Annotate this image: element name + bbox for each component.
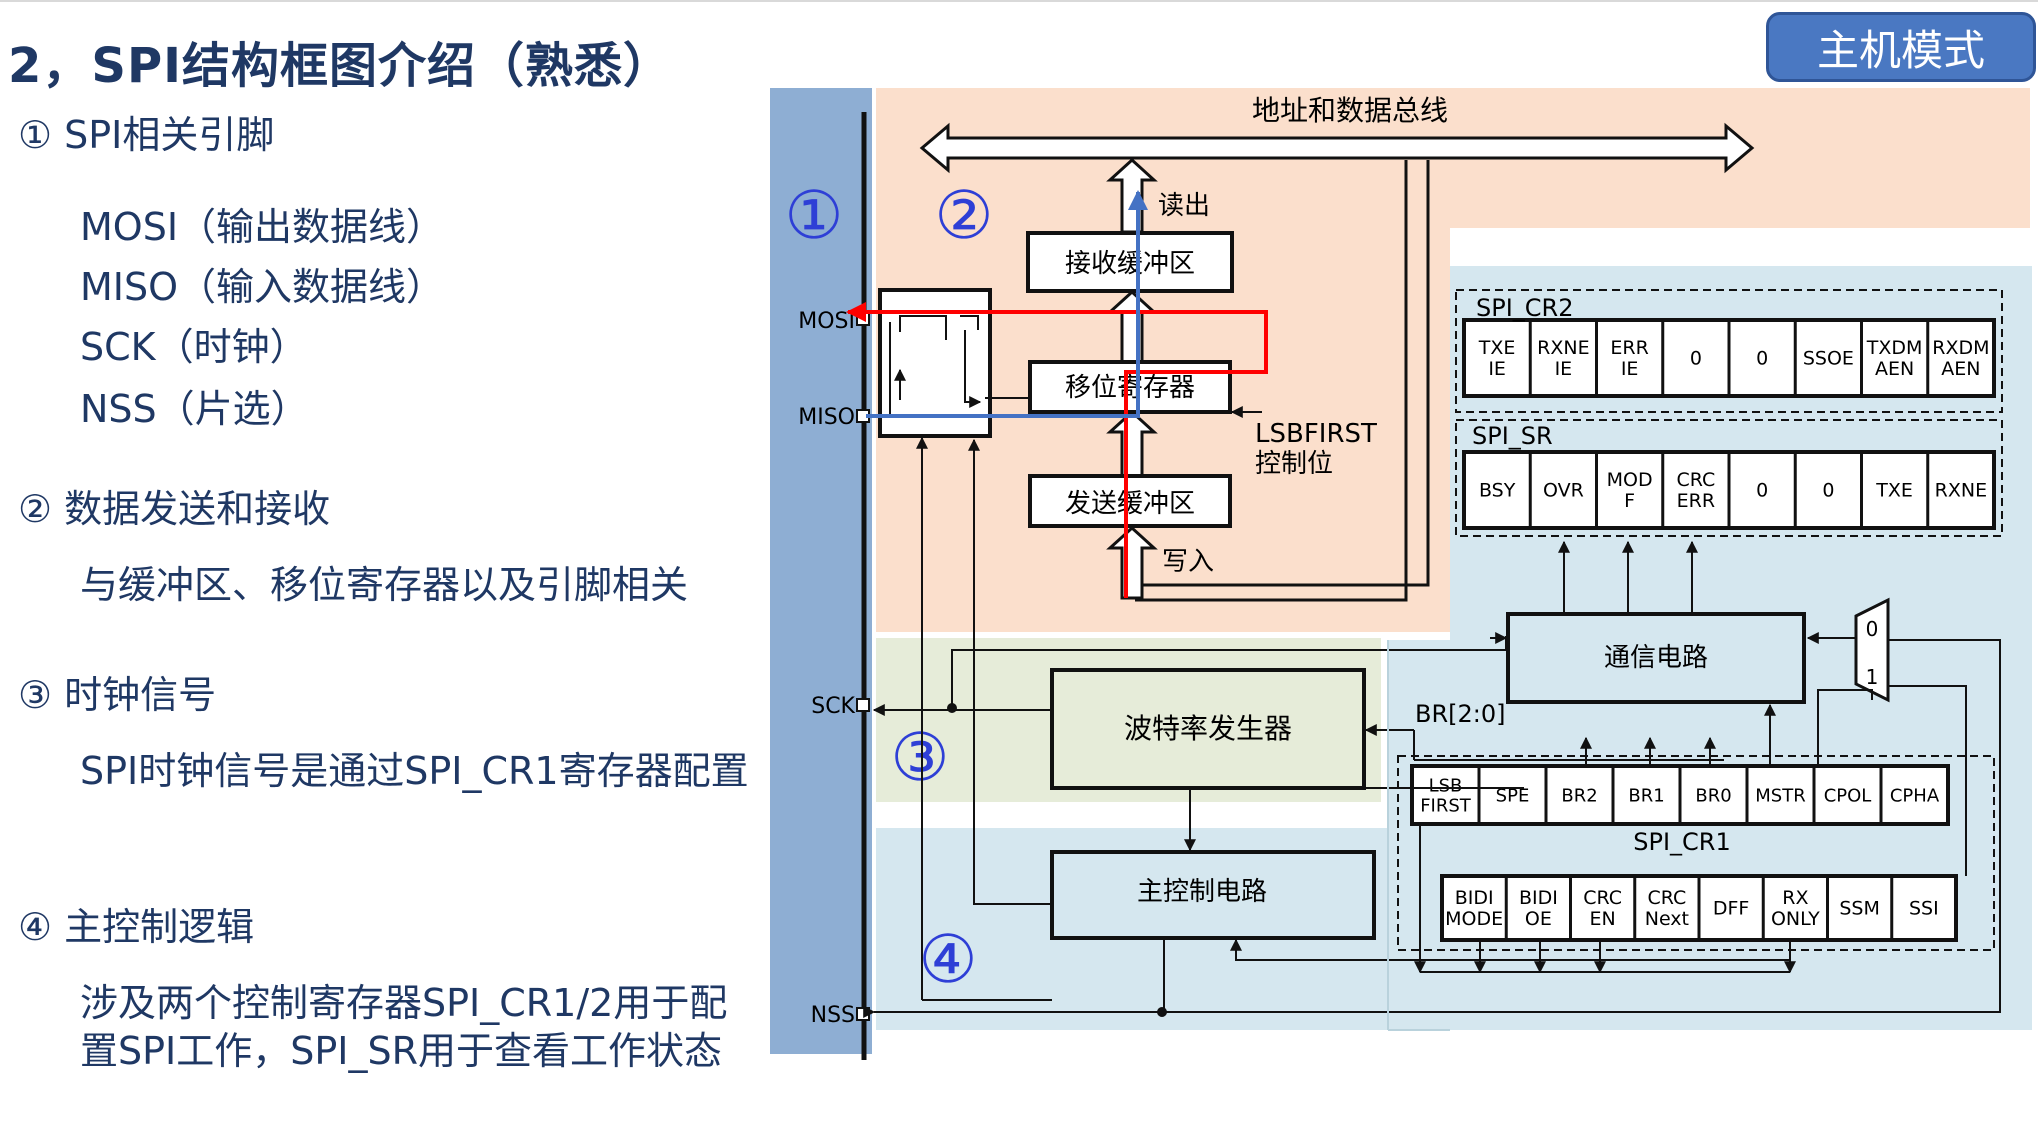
spi-sr-bit: BSY (1479, 480, 1516, 502)
tx-data-path (846, 302, 1268, 598)
pin-nss-label: NSS (811, 1003, 855, 1028)
section-4-text-line2: 置SPI工作，SPI_SR用于查看工作状态 (80, 1029, 723, 1073)
spi-sr-bit: OVR (1543, 480, 1584, 502)
circle-label-4: ④ (918, 921, 977, 998)
spi-cr1-top-bit: BR0 (1695, 785, 1731, 806)
top-divider (0, 0, 2038, 2)
section-2-text: 与缓冲区、移位寄存器以及引脚相关 (80, 563, 689, 607)
pin-mosi-square (856, 312, 870, 326)
tx-buffer-box (1028, 474, 1232, 528)
write-label: 写入 (1162, 547, 1214, 577)
read-label: 读出 (1158, 191, 1210, 221)
circle-label-1: ① (784, 177, 843, 254)
write-arrow (1106, 525, 1158, 600)
pin-mosi-label: MOSI (798, 309, 855, 334)
circle-label-3: ③ (890, 719, 949, 796)
spi-cr2-bit: 0 (1690, 348, 1702, 370)
ssm-mux (1854, 597, 1890, 703)
spi-cr2-bit: SSOE (1803, 348, 1854, 370)
spi-cr1-bottom-bit: SSM (1839, 898, 1880, 920)
pin-sck-label: SCK (811, 694, 855, 719)
main-control-box (1050, 850, 1376, 940)
comm-circuit-label: 通信电路 (1604, 643, 1708, 673)
page-title: 2，SPI结构框图介绍（熟悉） (8, 38, 673, 94)
pin-item-nss: NSS（片选） (80, 387, 309, 431)
spi-sr-bit: RXNE (1935, 480, 1987, 502)
spi-cr1-top-bit: MSTR (1755, 785, 1805, 806)
spi-cr1-top-bit: BR1 (1628, 785, 1664, 806)
shift-register-label: 移位寄存器 (1065, 373, 1195, 403)
pin-item-mosi: MOSI（输出数据线） (80, 205, 445, 249)
master-mode-button[interactable]: 主机模式 (1766, 12, 2036, 82)
rx-buffer-label: 接收缓冲区 (1065, 249, 1195, 279)
section-4-text-line1: 涉及两个控制寄存器SPI_CR1/2用于配 (80, 981, 728, 1025)
pin-nss-square (856, 1007, 870, 1021)
pin-item-sck: SCK（时钟） (80, 325, 308, 369)
spi-cr2-bit: 0 (1756, 348, 1768, 370)
comm-circuit-box (1506, 612, 1806, 704)
bus-label: 地址和数据总线 (1252, 94, 1448, 127)
pin-sck-square (856, 698, 870, 712)
mux-input-1: 1 (1866, 665, 1879, 689)
spi-cr1-top-bit: BR2 (1561, 785, 1597, 806)
section-4-header: ④ 主控制逻辑 (18, 905, 255, 949)
address-data-bus (919, 122, 1755, 174)
spi-cr1-label: SPI_CR1 (1633, 828, 1731, 856)
rx-buffer-box (1026, 231, 1234, 293)
spi-cr1-bottom-bit: DFF (1713, 898, 1750, 920)
pin-mux-box (878, 288, 992, 438)
lsbfirst-label: LSBFIRST (1255, 419, 1377, 449)
pin-item-miso: MISO（输入数据线） (80, 265, 445, 309)
tx-buffer-label: 发送缓冲区 (1065, 489, 1195, 519)
spi-cr2-label: SPI_CR2 (1476, 294, 1574, 322)
lsbfirst-ctrl-label: 控制位 (1255, 449, 1333, 479)
spi-sr-bit: 0 (1822, 480, 1834, 502)
spi-cr1-top-bit: CPOL (1824, 785, 1872, 806)
spi-sr-bit: TXE (1875, 480, 1913, 502)
rx-data-path (866, 190, 1148, 418)
circle-label-2: ② (934, 177, 993, 254)
main-control-label: 主控制电路 (1137, 877, 1267, 907)
spi-cr1-top-bit: CPHA (1890, 785, 1940, 806)
baud-rate-generator-label: 波特率发生器 (1124, 712, 1292, 745)
mux-input-0: 0 (1866, 617, 1879, 641)
section-1-header: ① SPI相关引脚 (18, 113, 275, 157)
spi-sr-bit: 0 (1756, 480, 1768, 502)
section-3-header: ③ 时钟信号 (18, 673, 217, 717)
br-label: BR[2:0] (1415, 700, 1506, 728)
pin-region (770, 88, 872, 1054)
section-2-header: ② 数据发送和接收 (18, 487, 331, 531)
spi-cr1-top-bit: SPE (1496, 785, 1530, 806)
baud-rate-generator-box (1050, 668, 1366, 790)
spi-sr-label: SPI_SR (1472, 422, 1553, 450)
spi-cr1-bottom-bit: SSI (1909, 898, 1939, 920)
section-3-text: SPI时钟信号是通过SPI_CR1寄存器配置 (80, 749, 749, 793)
pin-miso-label: MISO (798, 405, 855, 430)
